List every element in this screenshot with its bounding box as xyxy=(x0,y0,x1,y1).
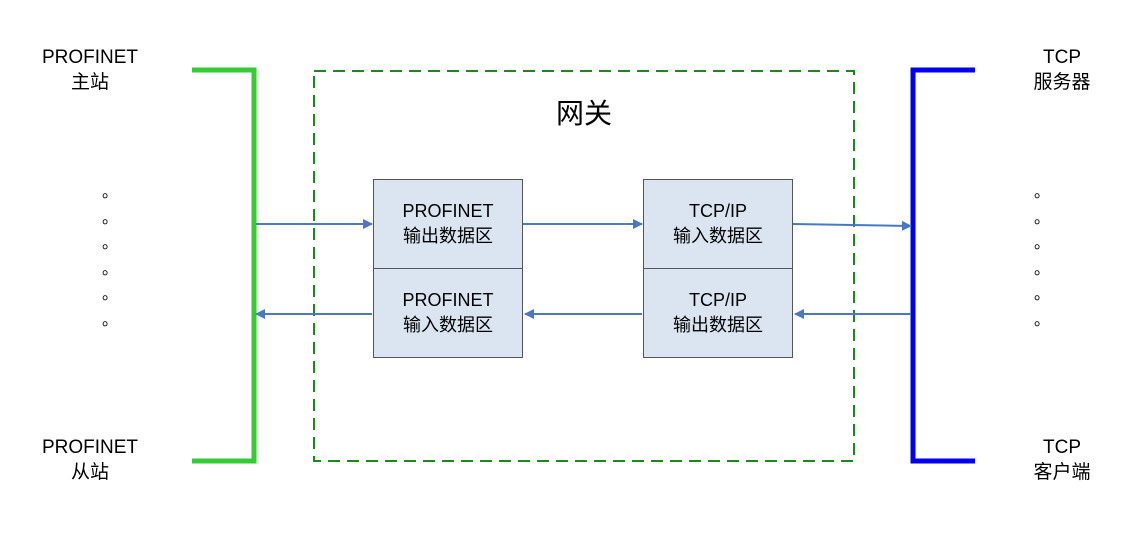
profinet-output-line2: 输出数据区 xyxy=(403,226,493,246)
left-dot: 。 xyxy=(101,286,118,304)
tcp-output-line2: 输出数据区 xyxy=(673,315,763,335)
tcp-server-line2: 服务器 xyxy=(1033,72,1091,93)
right-dot: 。 xyxy=(1033,260,1050,278)
right-ellipsis-dots: 。 。 。 。 。 。 xyxy=(1032,180,1052,334)
tcp-input-line2: 输入数据区 xyxy=(673,226,763,246)
tcp-client-line1: TCP xyxy=(1043,437,1081,458)
profinet-slave-line2: 从站 xyxy=(70,462,109,483)
profinet-output-box: PROFINET 输出数据区 xyxy=(373,179,523,269)
profinet-slave-line1: PROFINET xyxy=(41,437,139,458)
tcp-output-box: TCP/IP 输出数据区 xyxy=(643,268,793,358)
arrow-tcp-input-to-server xyxy=(792,220,912,231)
gateway-border xyxy=(313,70,855,462)
profinet-output-line1: PROFINET xyxy=(402,201,494,221)
right-dot: 。 xyxy=(1033,286,1050,304)
left-dot: 。 xyxy=(101,184,118,201)
left-dot: 。 xyxy=(101,311,118,329)
tcp-client-label: TCP 客户端 xyxy=(1012,435,1112,485)
tcp-bus-bracket xyxy=(910,67,975,464)
profinet-master-label: PROFINET 主站 xyxy=(40,45,140,95)
profinet-master-line1: PROFINET xyxy=(41,47,139,68)
tcp-server-line1: TCP xyxy=(1043,47,1081,68)
left-dot: 。 xyxy=(101,260,118,278)
right-dot: 。 xyxy=(1033,311,1050,329)
tcp-input-box: TCP/IP 输入数据区 xyxy=(643,179,793,269)
profinet-input-box: PROFINET 输入数据区 xyxy=(373,268,523,358)
tcp-input-line1: TCP/IP xyxy=(688,201,747,221)
tcp-output-line1: TCP/IP xyxy=(688,290,747,310)
profinet-input-line1: PROFINET xyxy=(402,290,494,310)
profinet-input-line2: 输入数据区 xyxy=(403,315,493,335)
profinet-master-line2: 主站 xyxy=(70,72,109,93)
left-ellipsis-dots: 。 。 。 。 。 。 xyxy=(100,180,120,334)
gateway-title: 网关 xyxy=(555,98,612,129)
left-dot: 。 xyxy=(101,235,118,253)
tcp-server-label: TCP 服务器 xyxy=(1012,45,1112,95)
right-dot: 。 xyxy=(1033,235,1050,253)
right-dot: 。 xyxy=(1033,184,1050,201)
right-dot: 。 xyxy=(1033,209,1050,227)
tcp-client-line2: 客户端 xyxy=(1033,462,1091,483)
profinet-slave-label: PROFINET 从站 xyxy=(40,435,140,485)
profinet-bus-bracket xyxy=(192,67,257,464)
left-dot: 。 xyxy=(101,209,118,227)
